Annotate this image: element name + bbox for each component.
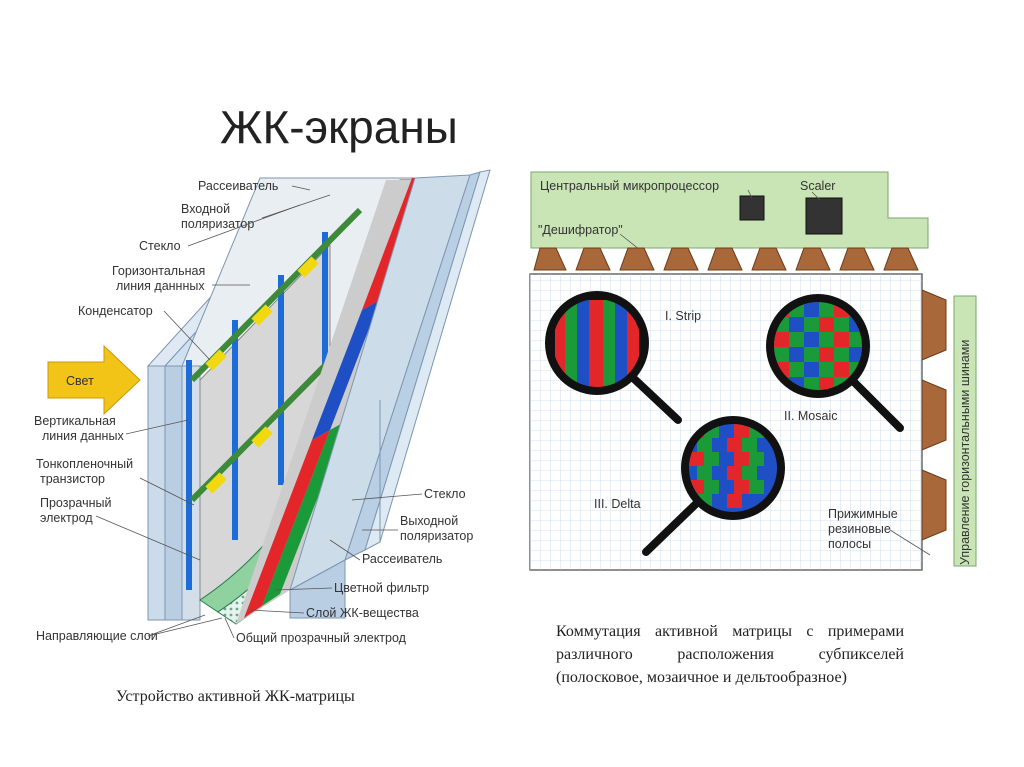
svg-text:поляризатор: поляризатор <box>400 529 473 543</box>
delta-label: III. Delta <box>594 497 641 511</box>
left-caption: Устройство активной ЖК-матрицы <box>116 688 355 705</box>
label-tft: Тонкопленочный <box>36 457 133 471</box>
label-color-filter: Цветной фильтр <box>334 581 429 595</box>
right-caption: Коммутация активной матрицы с примерами … <box>556 623 904 686</box>
label-vertical-line: Вертикальная <box>34 414 116 428</box>
magnifier-strip <box>545 291 682 424</box>
strips-label-line1: Прижимные <box>828 507 898 521</box>
svg-text:транзистор: транзистор <box>40 472 105 486</box>
label-capacitor: Конденсатор <box>78 304 153 318</box>
svg-text:линия данных: линия данных <box>42 429 124 443</box>
label-input-polarizer: Входной <box>181 202 230 216</box>
scaler-chip <box>805 197 843 235</box>
light-arrow <box>47 344 141 416</box>
cpu-chip <box>739 195 765 221</box>
cpu-label: Центральный микропроцессор <box>540 179 719 193</box>
svg-text:электрод: электрод <box>40 511 93 525</box>
scaler-label: Scaler <box>800 179 835 193</box>
label-guide-layers: Направляющие слои <box>36 629 158 643</box>
label-common-electrode: Общий прозрачный электрод <box>236 631 407 645</box>
lcd-structure-diagram: Свет Рассеиватель Входной поляризатор Ст… <box>34 169 491 645</box>
label-glass: Стекло <box>139 239 181 253</box>
mosaic-label: II. Mosaic <box>784 409 838 423</box>
label-output-polarizer: Выходной <box>400 514 458 528</box>
vertical-data-line <box>186 360 192 590</box>
svg-text:поляризатор: поляризатор <box>181 217 254 231</box>
side-connectors <box>921 289 947 541</box>
side-control-bar <box>953 295 977 567</box>
active-matrix-diagram: Центральный микропроцессор Scaler "Дешиф… <box>529 171 977 571</box>
label-transparent-electrode: Прозрачный <box>40 496 112 510</box>
light-arrow-label: Свет <box>66 374 94 388</box>
decoder-label: "Дешифратор" <box>538 223 623 237</box>
strips-label-line2: резиновые <box>828 522 891 536</box>
strip-label: I. Strip <box>665 309 701 323</box>
side-control-label: Управление горизонтальными шинами <box>958 340 972 565</box>
strips-label-line3: полосы <box>828 537 871 551</box>
svg-text:линия даннных: линия даннных <box>116 279 205 293</box>
label-front-glass: Стекло <box>424 487 466 501</box>
label-front-diffuser: Рассеиватель <box>362 552 442 566</box>
top-connectors <box>533 247 919 271</box>
magnifier-mosaic <box>766 294 904 432</box>
page-title: ЖК-экраны <box>220 101 458 153</box>
label-horizontal-line: Горизонтальная <box>112 264 205 278</box>
capacitor <box>205 349 227 371</box>
label-diffuser: Рассеиватель <box>198 179 278 193</box>
label-lc-layer: Слой ЖК-вещества <box>306 606 419 620</box>
